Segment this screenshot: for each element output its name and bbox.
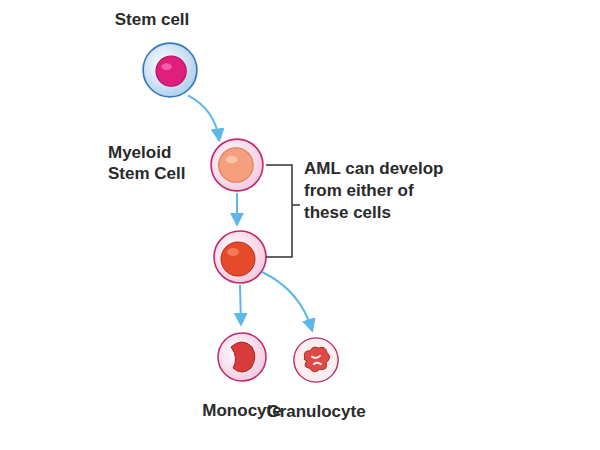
arrow-connector bbox=[188, 95, 219, 139]
cell-name: Stem cell bbox=[115, 9, 190, 30]
arrow bbox=[236, 193, 238, 224]
cell-node: Granulocyte bbox=[293, 337, 339, 383]
cell-shape bbox=[293, 337, 339, 383]
cell-node: Stem cell bbox=[142, 42, 198, 98]
note-label: AML can develop from either of these cel… bbox=[304, 158, 454, 224]
cell-shape bbox=[210, 138, 264, 192]
cell-shape bbox=[217, 332, 267, 382]
cell-shape bbox=[142, 42, 198, 98]
cell-name: Myeloid Stem Cell bbox=[108, 142, 198, 185]
cell-node: Monocyte bbox=[217, 332, 267, 382]
arrow bbox=[240, 285, 241, 324]
bracket bbox=[266, 165, 300, 257]
bracket-label: AML can develop from either of these cel… bbox=[304, 158, 454, 224]
blast-cell bbox=[214, 231, 266, 283]
cell-name: Granulocyte bbox=[266, 401, 365, 422]
cell-node: Myeloid Stem Cell bbox=[210, 138, 264, 192]
arrow bbox=[262, 272, 312, 330]
